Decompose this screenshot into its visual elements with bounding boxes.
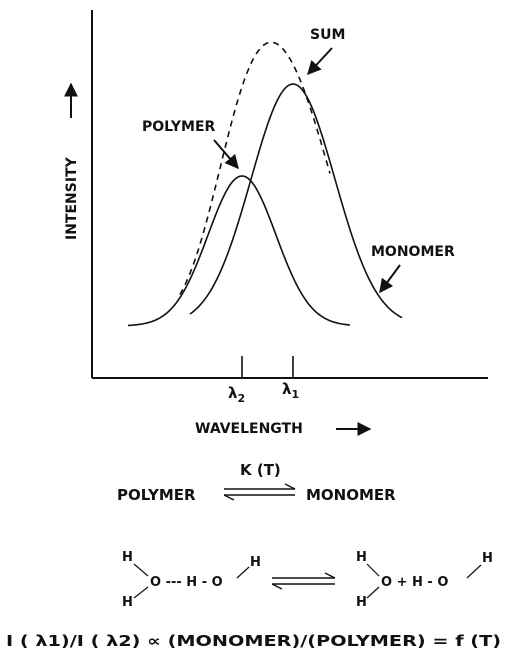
monomer-arrow bbox=[379, 264, 401, 294]
polymer-arrow bbox=[213, 139, 239, 170]
svg-text:H: H bbox=[122, 595, 133, 610]
water-dimer: H H O --- H - O H bbox=[122, 550, 261, 610]
equilibrium-right: MONOMER bbox=[306, 486, 396, 504]
tick-label-lambda2: λ2 bbox=[228, 384, 245, 405]
polymer-label: POLYMER bbox=[142, 119, 216, 135]
sum-arrow bbox=[307, 47, 333, 76]
svg-text:H: H bbox=[356, 595, 367, 610]
water-monomers: H H O + H - O H bbox=[356, 550, 493, 610]
x-axis-label: WAVELENGTH bbox=[195, 421, 303, 437]
equilibrium-constant: K (T) bbox=[240, 461, 281, 479]
svg-text:O + H - O: O + H - O bbox=[381, 575, 448, 590]
equilibrium-arrows bbox=[223, 483, 296, 501]
sum-curve bbox=[179, 41, 331, 295]
equilibrium-left: POLYMER bbox=[117, 486, 196, 504]
polymer-curve bbox=[127, 175, 351, 327]
monomer-label: MONOMER bbox=[371, 244, 455, 260]
svg-text:O --- H - O: O --- H - O bbox=[150, 575, 223, 590]
chem-equilibrium-arrows bbox=[271, 572, 336, 590]
ratio-equation: I ( λ1)/I ( λ2) ∝ (MONOMER)/(POLYMER) = … bbox=[6, 632, 501, 650]
svg-text:H: H bbox=[356, 550, 367, 565]
svg-text:H: H bbox=[482, 551, 493, 566]
svg-text:H: H bbox=[250, 555, 261, 570]
y-axis-label: INTENSITY bbox=[64, 156, 80, 240]
svg-text:H: H bbox=[122, 550, 133, 565]
monomer-curve bbox=[189, 83, 403, 319]
sum-label: SUM bbox=[310, 27, 345, 43]
tick-label-lambda1: λ1 bbox=[282, 380, 299, 401]
